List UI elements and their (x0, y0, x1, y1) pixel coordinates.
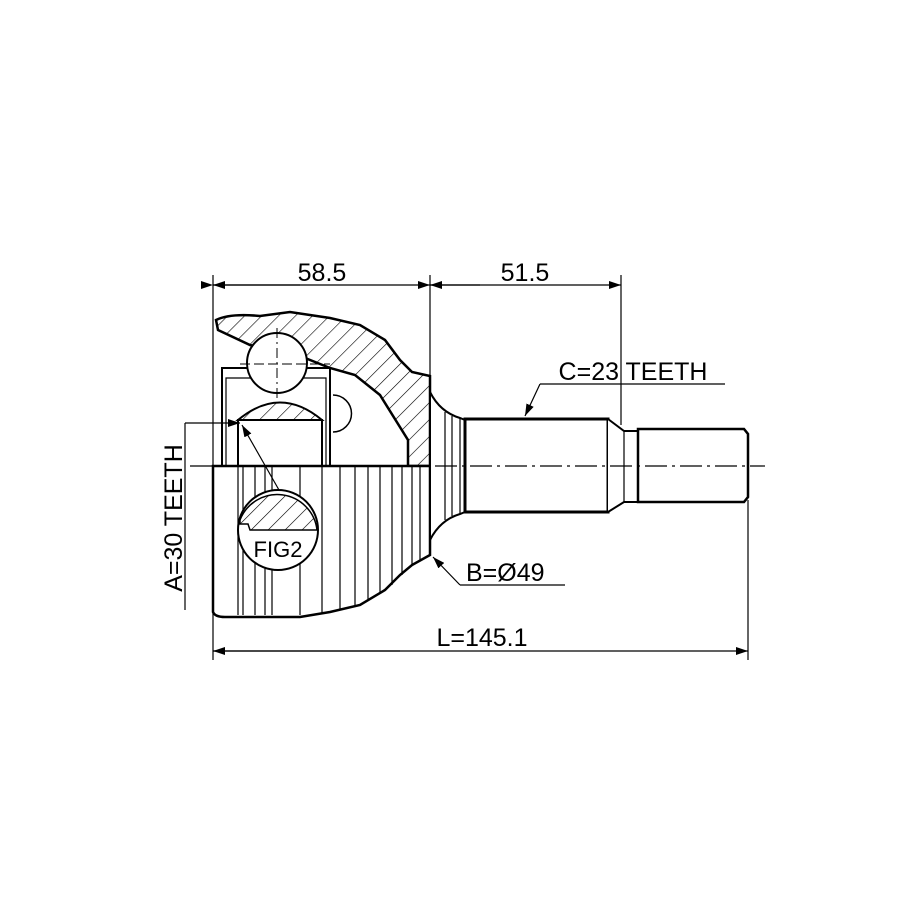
outer-spline-label: C=23 TEETH (559, 358, 708, 386)
outer-spline-leader (524, 383, 541, 417)
abs-diameter-leader (432, 556, 461, 586)
dim-label-total-length: L=145.1 (436, 624, 527, 652)
ball-small (332, 394, 353, 433)
housing-section-upper (214, 310, 432, 468)
inner-race (237, 419, 323, 467)
inner-race-section (235, 401, 325, 421)
dim-label-51-5: 51.5 (501, 259, 550, 287)
fig2-leader (241, 424, 280, 491)
fig2-label: FIG2 (254, 537, 303, 562)
abs-diameter-label: B=Ø49 (466, 559, 545, 587)
inner-spline-label: A=30 TEETH (160, 444, 188, 592)
dim-label-58-5: 58.5 (298, 259, 347, 287)
